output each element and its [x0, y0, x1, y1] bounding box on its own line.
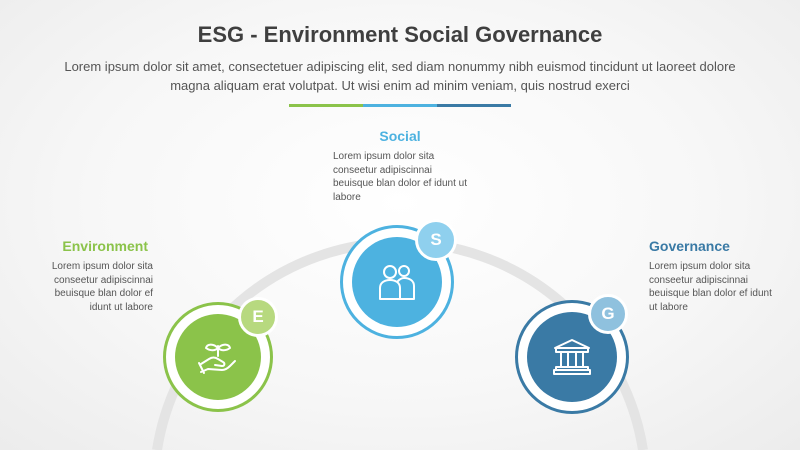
environment-description: Lorem ipsum dolor sita conseetur adipisc…	[51, 261, 153, 313]
governance-title: Governance	[649, 238, 730, 254]
divider-social	[363, 104, 437, 107]
page-title: ESG - Environment Social Governance	[197, 22, 603, 47]
people-icon	[379, 265, 415, 300]
social-title: Social	[379, 128, 421, 144]
environment-title: Environment	[62, 238, 148, 254]
page-description: Lorem ipsum dolor sit amet, consectetuer…	[64, 59, 736, 93]
divider-governance	[437, 104, 511, 107]
divider-environment	[289, 104, 363, 107]
social-badge: S	[415, 219, 457, 261]
governance-badge: G	[588, 294, 628, 334]
social-description: Lorem ipsum dolor sita conseetur adipisc…	[333, 151, 467, 203]
environment-node	[163, 302, 273, 412]
hand-plant-icon	[198, 343, 236, 374]
governance-description: Lorem ipsum dolor sita conseetur adipisc…	[649, 261, 772, 313]
government-building-icon	[553, 339, 591, 375]
social-node	[340, 225, 454, 339]
environment-badge: E	[238, 297, 278, 337]
